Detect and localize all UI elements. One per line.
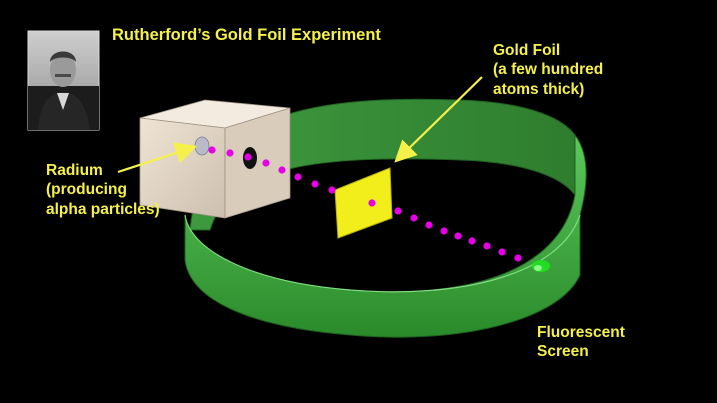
alpha-particle xyxy=(440,227,448,235)
alpha-particle xyxy=(262,159,270,167)
screen-rim xyxy=(184,214,581,293)
rutherford-portrait xyxy=(27,30,100,131)
alpha-particle xyxy=(208,146,216,154)
alpha-particle xyxy=(394,207,402,215)
radium-capsule xyxy=(194,136,210,156)
radium-label-line: Radium xyxy=(46,162,103,179)
gold-foil xyxy=(334,167,393,239)
gold-foil-label-line: (a few hundred xyxy=(493,61,604,79)
scintillation-flash xyxy=(532,260,550,272)
radium-label-line: alpha particles) xyxy=(46,200,160,218)
gold-foil-label: Gold Foil (a few hundred atoms thick) xyxy=(493,41,603,99)
alpha-particle xyxy=(328,186,336,194)
alpha-particle xyxy=(294,173,302,181)
scintillation-flash-core xyxy=(534,265,542,271)
gold-foil-label-line: Gold Foil xyxy=(493,42,561,59)
alpha-particle xyxy=(468,237,476,245)
radium-source-box xyxy=(139,99,291,219)
screen-front-wall xyxy=(184,133,587,338)
alpha-particle xyxy=(498,248,506,256)
screen-label-line: Fluorescent xyxy=(537,324,625,341)
gold-foil-pointer-arrow xyxy=(394,76,483,163)
gold-foil-label-line: atoms thick) xyxy=(493,80,585,98)
alpha-particle xyxy=(514,254,522,262)
alpha-particle xyxy=(454,232,462,240)
alpha-particle xyxy=(410,214,418,222)
alpha-particle xyxy=(368,199,376,207)
alpha-particle xyxy=(311,180,319,188)
alpha-particle xyxy=(278,166,286,174)
alpha-particle xyxy=(244,153,252,161)
fluorescent-screen-label: Fluorescent Screen xyxy=(537,323,625,362)
page-title: Rutherford’s Gold Foil Experiment xyxy=(112,26,381,44)
radium-label: Radium (producing alpha particles) xyxy=(46,161,160,219)
screen-label-line: Screen xyxy=(537,343,589,361)
alpha-particle xyxy=(425,221,433,229)
alpha-particle xyxy=(226,149,234,157)
radium-label-line: (producing xyxy=(46,181,127,199)
box-right-face xyxy=(224,107,291,219)
alpha-particle-beam xyxy=(208,146,522,262)
radium-pointer-arrow xyxy=(117,142,198,174)
alpha-particle xyxy=(483,242,491,250)
